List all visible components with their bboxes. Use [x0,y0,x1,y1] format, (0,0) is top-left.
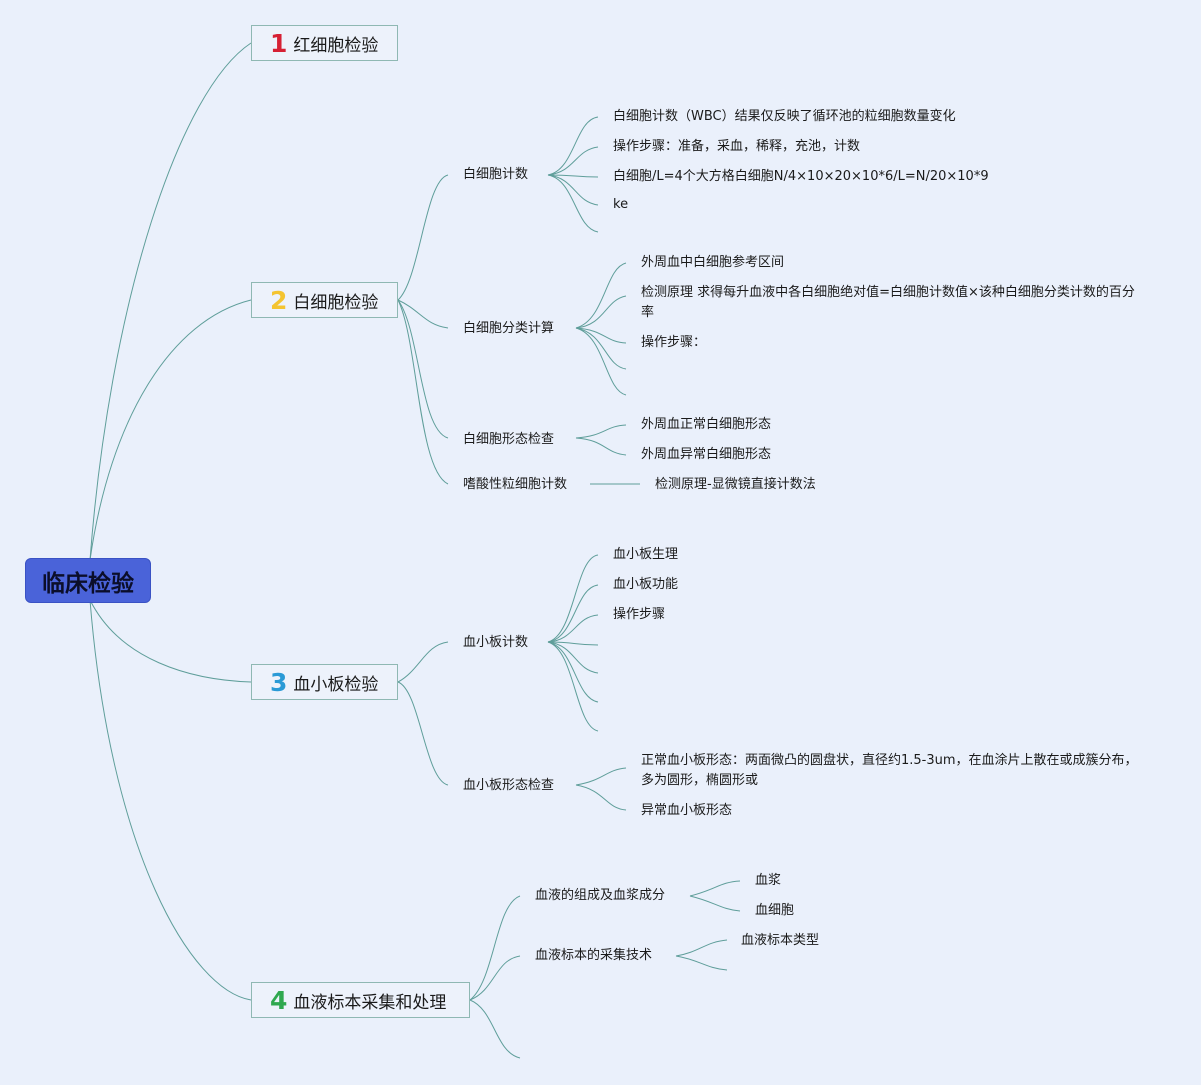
branch-platelet[interactable]: 3 血小板检验 [251,664,398,700]
leaf-text[interactable]: 异常血小板形态 [641,803,733,818]
leaf-text[interactable]: 白细胞/L=4个大方格白细胞N/4×10×20×10*6/L=N/20×10*9 [613,169,989,184]
branch-label: 白细胞检验 [293,292,379,313]
leaf-text[interactable]: 白细胞计数（WBC）结果仅反映了循环池的粒细胞数量变化 [613,109,956,124]
leaf-text[interactable]: 外周血中白细胞参考区间 [641,255,785,270]
topic-wbc-morph[interactable]: 白细胞形态检查 [463,432,555,447]
topic-wbc-count[interactable]: 白细胞计数 [463,167,529,182]
number-4-icon: 4 [270,985,288,1015]
branch-label: 血小板检验 [293,674,379,695]
leaf-text[interactable]: 血液标本类型 [741,933,820,948]
leaf-text[interactable]: ke [613,197,629,212]
number-2-icon: 2 [270,285,288,315]
leaf-text[interactable]: 血小板生理 [613,547,679,562]
leaf-text[interactable]: 操作步骤：准备，采血，稀释，充池，计数 [613,139,861,154]
leaf-text[interactable]: 操作步骤 [613,607,666,622]
number-1-icon: 1 [270,28,288,58]
branch-white-cell[interactable]: 2 白细胞检验 [251,282,398,318]
branch-label: 红细胞检验 [293,35,379,56]
topic-plt-count[interactable]: 血小板计数 [463,635,529,650]
branch-red-cell[interactable]: 1 红细胞检验 [251,25,398,61]
root-node[interactable]: 临床检验 [25,558,151,603]
topic-wbc-diff[interactable]: 白细胞分类计算 [463,321,555,336]
topic-blood-collection[interactable]: 血液标本的采集技术 [535,948,653,963]
number-3-icon: 3 [270,667,288,697]
topic-blood-composition[interactable]: 血液的组成及血浆成分 [535,888,666,903]
leaf-text[interactable]: 外周血异常白细胞形态 [641,447,772,462]
leaf-text[interactable]: 操作步骤： [641,335,707,350]
topic-plt-morph[interactable]: 血小板形态检查 [463,778,555,793]
root-label: 临床检验 [42,570,134,597]
leaf-text[interactable]: 血小板功能 [613,577,679,592]
leaf-text[interactable]: 外周血正常白细胞形态 [641,417,772,432]
leaf-text[interactable]: 检测原理 求得每升血液中各白细胞绝对值=白细胞计数值×该种白细胞分类计数的百分率 [641,285,1135,320]
branch-label: 血液标本采集和处理 [293,992,447,1013]
leaf-text[interactable]: 血细胞 [755,903,795,918]
leaf-text[interactable]: 血浆 [755,873,782,888]
leaf-text[interactable]: 检测原理-显微镜直接计数法 [655,477,816,492]
topic-eos-count[interactable]: 嗜酸性粒细胞计数 [463,477,568,492]
branch-specimen[interactable]: 4 血液标本采集和处理 [251,982,470,1018]
leaf-text[interactable]: 正常血小板形态：两面微凸的圆盘状，直径约1.5-3um，在血涂片上散在或成簇分布… [641,753,1138,788]
